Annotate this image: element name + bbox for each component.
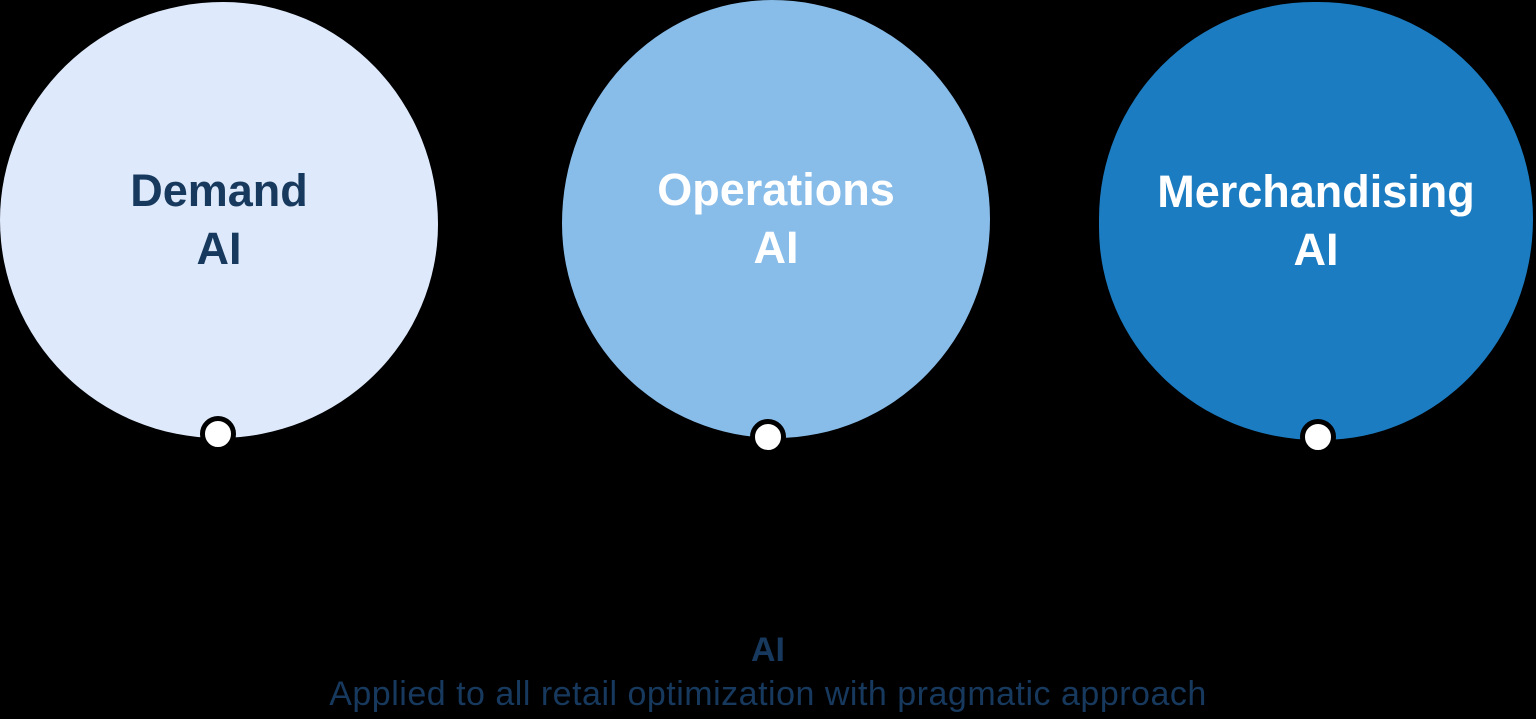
bubble-label: Merchandising AI [1157,163,1475,280]
footer-caption: Applied to all retail optimization with … [329,675,1207,713]
bubble-title: Demand [130,164,308,216]
bubble-demand-ai: Demand AI [0,2,438,438]
connector-dot-operations [750,419,786,455]
connector-dot-merchandising [1300,419,1336,455]
bubble-title: Operations [657,163,895,215]
footer-ai-heading: AI [751,631,785,669]
bubble-label: Demand AI [130,162,308,279]
bubble-ai-label: AI [1293,224,1339,275]
bubble-operations-ai: Operations AI [562,0,990,438]
connector-dot-demand [200,416,236,452]
bubble-ai-label: AI [753,222,799,273]
bubble-ai-label: AI [196,223,242,274]
bubble-label: Operations AI [657,161,895,278]
bubble-title: Merchandising [1157,165,1475,217]
bubble-merchandising-ai: Merchandising AI [1099,2,1533,440]
